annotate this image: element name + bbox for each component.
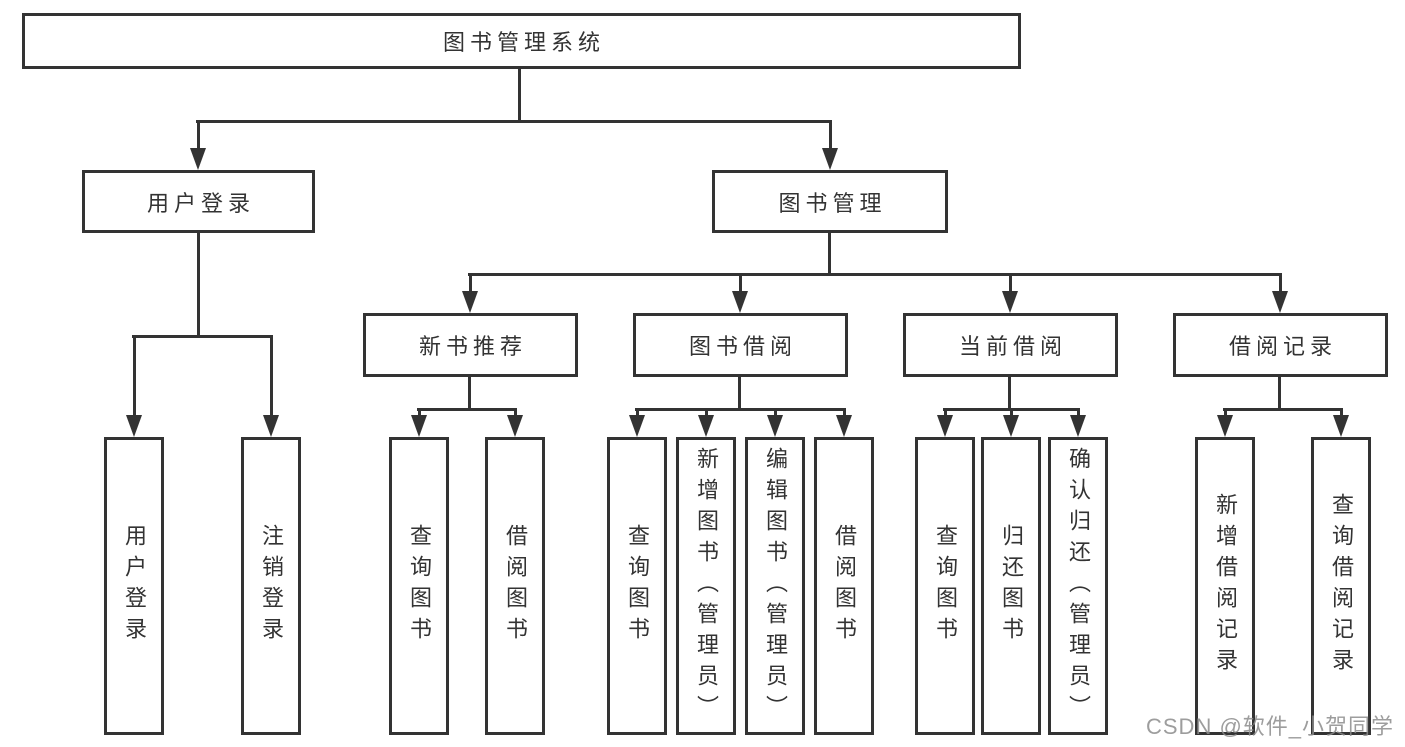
arrow-to-leaf-query-books-current [937,408,953,437]
leaf-add-borrow-record: 新增借阅记录 [1195,437,1255,735]
arrow-to-leaf-add-book-admin [698,408,714,437]
connector-current-stem [1008,377,1011,409]
connector-user-login-bar [132,335,273,338]
leaf-edit-book-admin: 编辑图书（管理员） [745,437,805,735]
leaf-confirm-return-admin: 确认归还（管理员） [1048,437,1108,735]
arrow-to-new-book-recommendation [462,273,478,313]
arrow-to-leaf-confirm-return-admin [1070,408,1086,437]
leaf-add-book-admin: 新增图书（管理员） [676,437,736,735]
connector-records-stem [1278,377,1281,409]
arrow-to-borrowing-records [1272,273,1288,313]
connector-recommendation-stem [468,377,471,409]
leaf-logout: 注销登录 [241,437,301,735]
leaf-query-books-recommend: 查询图书 [389,437,449,735]
arrow-to-leaf-query-books-recommend [411,408,427,437]
connector-recommendation-bar [417,408,517,411]
arrow-to-leaf-logout [263,335,279,437]
connector-book-management-stem [828,233,831,274]
connector-records-bar [1223,408,1343,411]
arrow-to-book-borrowing [732,273,748,313]
node-root: 图书管理系统 [22,13,1021,69]
arrow-to-leaf-edit-book-admin [767,408,783,437]
watermark: CSDN @软件_小贺同学 [1146,714,1395,739]
leaf-user-login: 用户登录 [104,437,164,735]
leaf-query-books-borrowing: 查询图书 [607,437,667,735]
connector-root-bar [196,120,832,123]
arrow-to-leaf-query-books-borrowing [629,408,645,437]
connector-user-login-stem [197,233,200,336]
arrow-to-leaf-query-borrow-record [1333,408,1349,437]
connector-borrowing-stem [738,377,741,409]
node-user-login: 用户登录 [82,170,315,233]
leaf-borrow-books-recommend: 借阅图书 [485,437,545,735]
arrow-to-leaf-user-login [126,335,142,437]
connector-root-stem [518,69,521,121]
arrow-to-leaf-return-books [1003,408,1019,437]
leaf-borrow-books-borrowing: 借阅图书 [814,437,874,735]
leaf-query-borrow-record: 查询借阅记录 [1311,437,1371,735]
node-new-book-recommendation: 新书推荐 [363,313,578,377]
arrow-to-leaf-borrow-books-recommend [507,408,523,437]
arrow-to-book-management [822,120,838,170]
node-book-borrowing: 图书借阅 [633,313,848,377]
leaf-query-books-current: 查询图书 [915,437,975,735]
arrow-to-leaf-add-borrow-record [1217,408,1233,437]
connector-borrowing-bar [635,408,846,411]
arrow-to-current-borrowing [1002,273,1018,313]
node-current-borrowing: 当前借阅 [903,313,1118,377]
connector-book-management-bar [468,273,1282,276]
node-borrowing-records: 借阅记录 [1173,313,1388,377]
leaf-return-books: 归还图书 [981,437,1041,735]
arrow-to-user-login [190,120,206,170]
node-book-management: 图书管理 [712,170,948,233]
arrow-to-leaf-borrow-books-borrowing [836,408,852,437]
